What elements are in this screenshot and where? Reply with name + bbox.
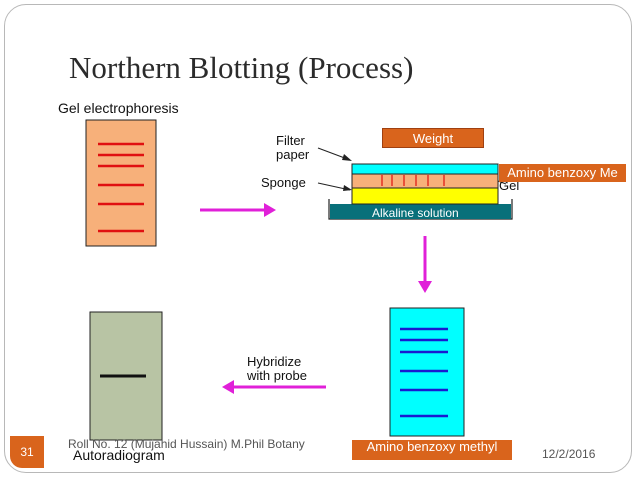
gel-slab [85, 119, 157, 247]
autoradiogram-label: Autoradiogram [73, 447, 165, 463]
footer-date: 12/2/2016 [542, 447, 596, 461]
side-label-box: Amino benzoxy Me [499, 164, 626, 182]
bottom-box-label: Amino benzoxy methyl [366, 440, 498, 454]
alkaline-tray [330, 204, 511, 219]
sponge-label: Sponge [261, 175, 306, 190]
filter-label-line1: Filter [276, 133, 305, 148]
slide-title: Northern Blotting (Process) [69, 50, 414, 85]
arrow-down [418, 236, 432, 293]
arrow-left [222, 380, 326, 394]
weight-label: Weight [412, 131, 454, 146]
sponge-layer [351, 187, 499, 205]
gel-electrophoresis-label: Gel electrophoresis [58, 100, 179, 116]
gel-layer [351, 173, 499, 189]
hybridize-label-line2: with probe [247, 368, 307, 383]
filter-label-line2: paper [276, 147, 310, 162]
alkaline-solution-label: Alkaline solution [372, 206, 459, 220]
membrane [389, 307, 465, 437]
weight-block: Weight [382, 128, 484, 148]
side-box-label: Amino benzoxy Me [507, 165, 618, 180]
slide-number: 31 [10, 436, 44, 468]
filter-paper-layer [351, 163, 499, 175]
blot-apparatus [317, 147, 513, 220]
footer-author: Roll No. 12 (Mujahid Hussain) M.Phil Bot… [68, 437, 305, 451]
hybridize-label-line1: Hybridize [247, 354, 302, 369]
bottom-label-box: Amino benzoxy methyl [352, 440, 512, 460]
autoradiogram [89, 311, 163, 441]
arrow-right [200, 203, 276, 217]
